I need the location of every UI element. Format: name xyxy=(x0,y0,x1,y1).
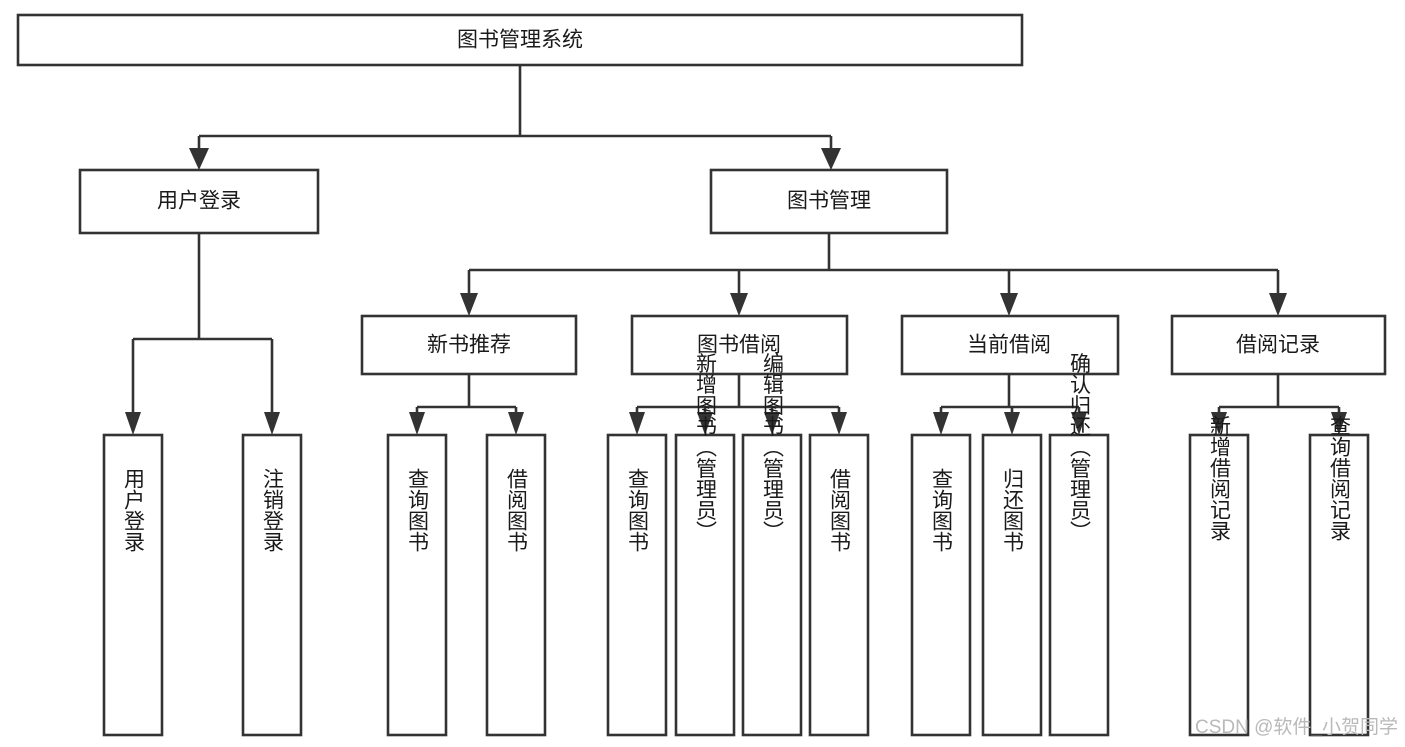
leaf-node-label: 借阅图书 xyxy=(505,468,529,552)
node-root-box[interactable] xyxy=(16,13,1024,67)
arrow-head-icon xyxy=(1269,293,1287,316)
leaf-node-label: 确认归还（管理员） xyxy=(1068,353,1092,542)
leaf-node[interactable]: 注销登录 xyxy=(241,433,303,737)
leaf-node-label: 查询借阅记录 xyxy=(1328,415,1352,541)
arrow-head-icon xyxy=(1211,412,1227,435)
arrow-head-icon xyxy=(1331,412,1347,435)
leaf-node[interactable]: 新增借阅记录 xyxy=(1188,415,1250,737)
arrow-head-icon xyxy=(730,293,748,316)
node-book-borrow[interactable]: 图书借阅 xyxy=(630,314,849,376)
node-user-login[interactable]: 用户登录 xyxy=(78,168,320,235)
leaf-node-label: 用户登录 xyxy=(122,468,146,552)
leaf-node[interactable]: 查询借阅记录 xyxy=(1308,415,1370,737)
leaf-node-label: 借阅图书 xyxy=(828,468,852,552)
leaf-node-box[interactable] xyxy=(910,433,972,737)
leaf-node[interactable]: 编辑图书（管理员） xyxy=(741,353,803,737)
leaf-node-label: 查询图书 xyxy=(626,468,650,552)
arrow-head-icon xyxy=(189,148,209,170)
node-user-login-box[interactable] xyxy=(78,168,320,235)
leaf-node-box[interactable] xyxy=(674,433,736,737)
leaf-node-label: 查询图书 xyxy=(930,468,954,552)
node-book-borrow-label: 图书借阅 xyxy=(697,334,781,357)
leaf-node-box[interactable] xyxy=(1188,433,1250,737)
watermark: CSDN @软件_小贺同学 xyxy=(1195,716,1398,738)
arrow-head-icon xyxy=(508,412,524,435)
arrow-head-icon xyxy=(1000,293,1018,316)
node-borrow-record[interactable]: 借阅记录 xyxy=(1170,314,1387,376)
node-borrow-record-label: 借阅记录 xyxy=(1236,334,1320,357)
leaf-node-box[interactable] xyxy=(386,433,448,737)
node-current-borrow-box[interactable] xyxy=(900,314,1120,376)
node-current-borrow-label: 当前借阅 xyxy=(967,334,1051,357)
leaf-node[interactable]: 查询图书 xyxy=(386,433,448,737)
node-new-book-recommend-box[interactable] xyxy=(360,314,578,376)
connector-layer xyxy=(125,65,1347,435)
arrow-head-icon xyxy=(933,412,949,435)
node-book-management-label: 图书管理 xyxy=(787,190,871,213)
leaf-node-box[interactable] xyxy=(981,433,1043,737)
leaf-node-label: 归还图书 xyxy=(1001,468,1025,552)
arrow-head-icon xyxy=(764,412,780,435)
node-borrow-record-box[interactable] xyxy=(1170,314,1387,376)
node-new-book-recommend[interactable]: 新书推荐 xyxy=(360,314,578,376)
arrow-head-icon xyxy=(1071,412,1087,435)
leaf-node-label: 查询图书 xyxy=(406,468,430,552)
arrow-head-icon xyxy=(697,412,713,435)
leaf-node-label: 注销登录 xyxy=(261,468,285,552)
arrow-head-icon xyxy=(460,293,478,316)
node-user-login-label: 用户登录 xyxy=(157,190,241,213)
node-current-borrow[interactable]: 当前借阅 xyxy=(900,314,1120,376)
leaf-node[interactable]: 借阅图书 xyxy=(808,433,870,737)
leaf-node-label: 编辑图书（管理员） xyxy=(761,353,785,542)
leaf-node-box[interactable] xyxy=(808,433,870,737)
leaf-node-box[interactable] xyxy=(1308,433,1370,737)
node-root-label: 图书管理系统 xyxy=(457,29,583,52)
leaf-node-label: 新增借阅记录 xyxy=(1208,415,1232,541)
leaf-node-box[interactable] xyxy=(606,433,668,737)
arrow-head-icon xyxy=(125,412,141,435)
arrow-head-icon xyxy=(1004,412,1020,435)
arrow-head-icon xyxy=(629,412,645,435)
arrow-head-icon xyxy=(264,412,280,435)
leaf-node[interactable]: 用户登录 xyxy=(102,433,164,737)
node-new-book-recommend-label: 新书推荐 xyxy=(427,334,511,357)
arrow-head-icon xyxy=(821,148,841,170)
node-book-management[interactable]: 图书管理 xyxy=(709,168,949,235)
leaf-node-label: 新增图书（管理员） xyxy=(694,353,718,542)
arrow-head-icon xyxy=(409,412,425,435)
leaf-node-box[interactable] xyxy=(102,433,164,737)
leaf-node-box[interactable] xyxy=(485,433,547,737)
node-root[interactable]: 图书管理系统 xyxy=(16,13,1024,67)
node-book-borrow-box[interactable] xyxy=(630,314,849,376)
leaf-node-box[interactable] xyxy=(241,433,303,737)
leaf-node[interactable]: 确认归还（管理员） xyxy=(1048,353,1110,737)
leaf-node-box[interactable] xyxy=(741,433,803,737)
leaf-node[interactable]: 归还图书 xyxy=(981,433,1043,737)
leaf-node[interactable]: 借阅图书 xyxy=(485,433,547,737)
arrow-head-icon xyxy=(831,412,847,435)
leaf-node[interactable]: 查询图书 xyxy=(910,433,972,737)
leaf-node[interactable]: 查询图书 xyxy=(606,433,668,737)
node-book-management-box[interactable] xyxy=(709,168,949,235)
leaf-node[interactable]: 新增图书（管理员） xyxy=(674,353,736,737)
leaf-node-box[interactable] xyxy=(1048,433,1110,737)
